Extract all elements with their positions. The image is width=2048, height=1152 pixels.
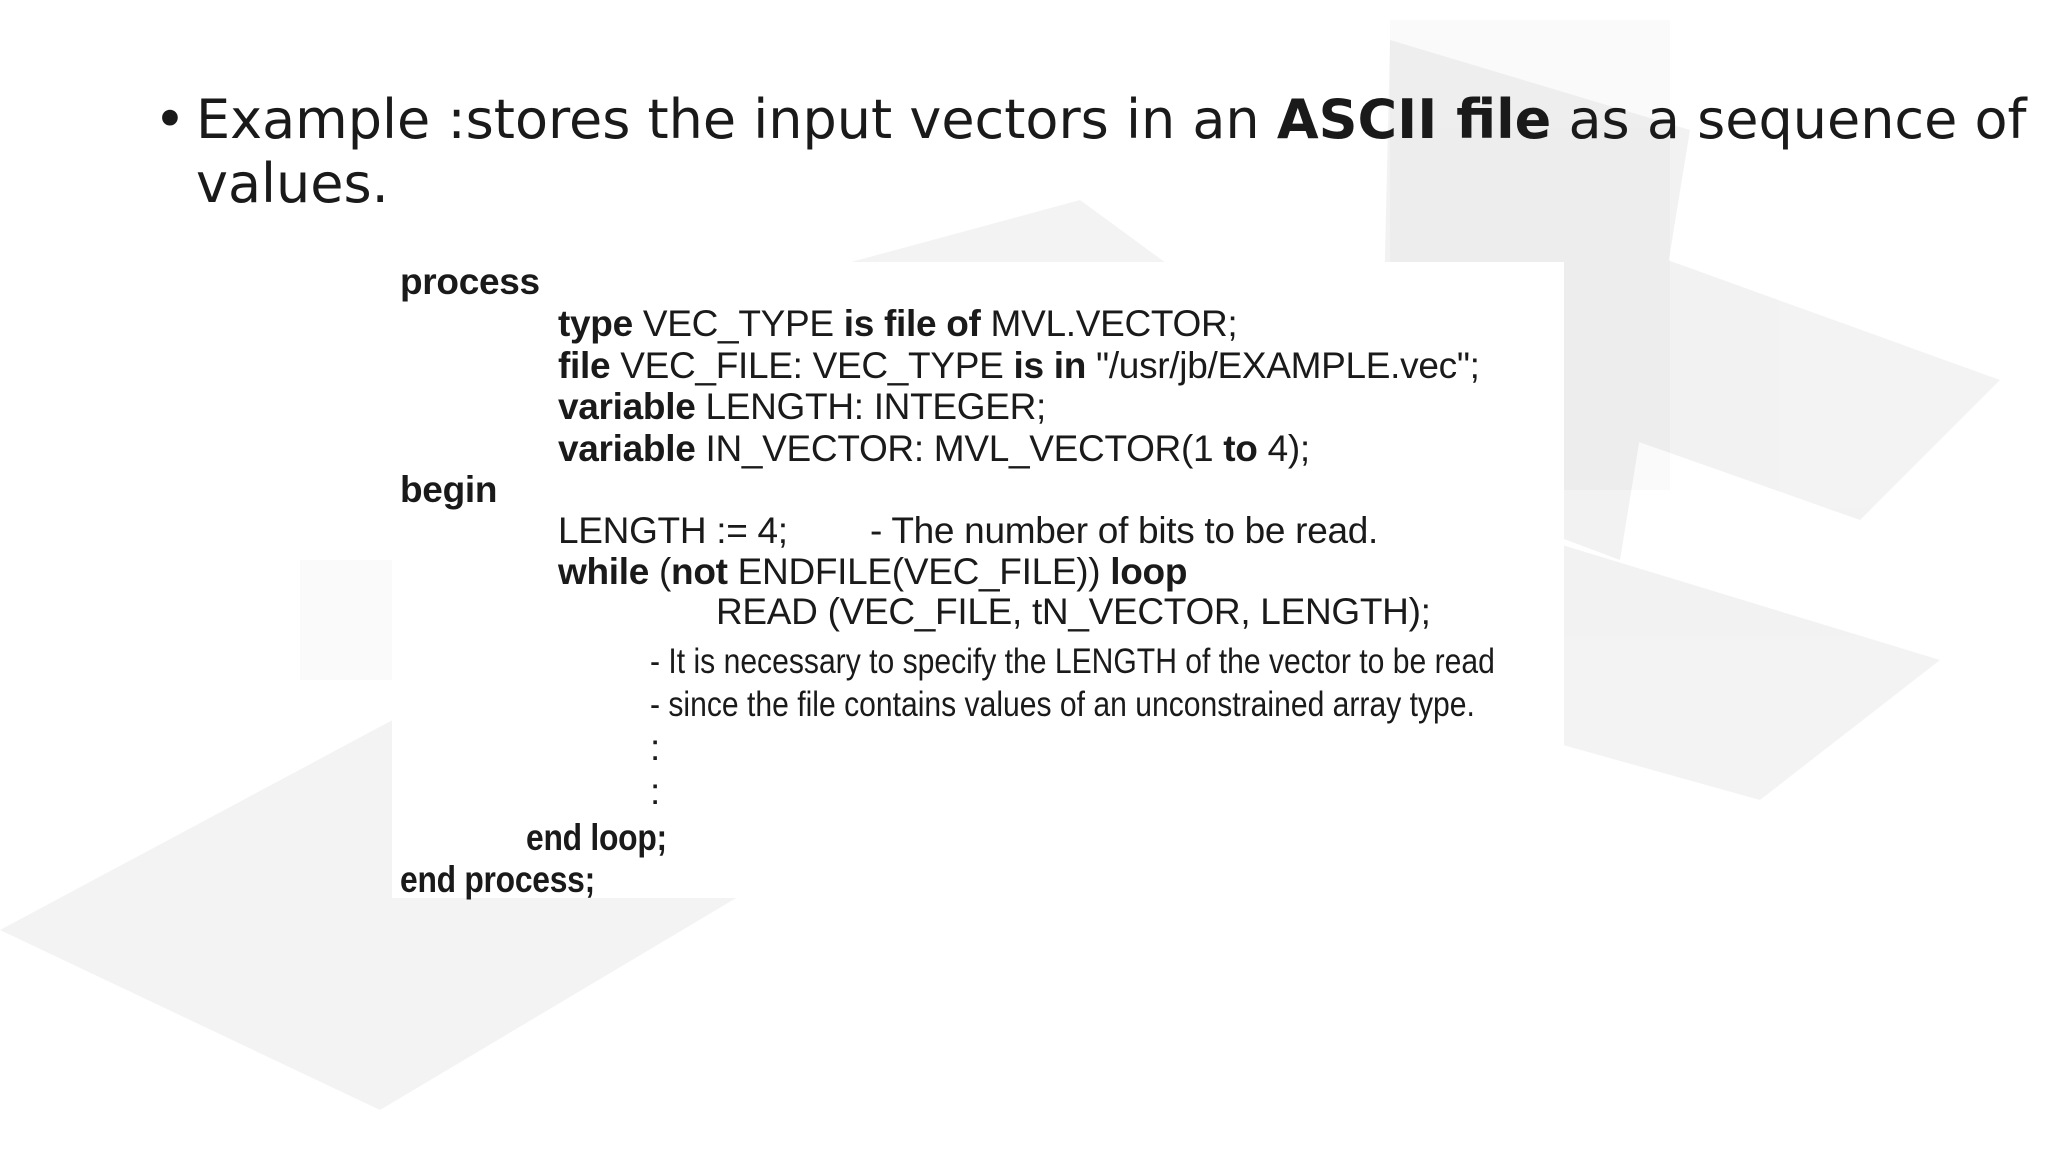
code-line-end-loop: end loop; [526,817,667,858]
code-line-begin: begin [400,469,498,510]
code-comment-since: - since the file contains values of an u… [650,685,1475,724]
code-line-variable-in-vector: variable IN_VECTOR: MVL_VECTOR(1 to 4); [558,428,1310,469]
code-snippet-image: process type VEC_TYPE is file of MVL.VEC… [392,261,1564,900]
bullet-text-line2: values. [196,152,389,215]
code-line-variable-length: variable LENGTH: INTEGER; [558,386,1047,427]
code-ellipsis-2: : [650,771,660,812]
code-line-length-assign: LENGTH := 4; [558,510,788,551]
code-line-type: type VEC_TYPE is file of MVL.VECTOR; [558,303,1238,344]
bullet-symbol: • [154,88,186,151]
code-line-while: while (not ENDFILE(VEC_FILE)) loop [558,551,1188,592]
code-line-file: file VEC_FILE: VEC_TYPE is in "/usr/jb/E… [558,345,1480,386]
code-line-process: process [400,261,540,302]
code-line-end-process: end process; [400,859,595,900]
code-comment-bits: - The number of bits to be read. [870,510,1379,551]
code-comment-necessary: - It is necessary to specify the LENGTH … [650,642,1495,681]
code-line-read: READ (VEC_FILE, tN_VECTOR, LENGTH); [716,591,1431,632]
bullet-text-line1: Example :stores the input vectors in an … [196,88,2027,151]
bold-ascii-file: ASCII file [1276,88,1552,151]
code-ellipsis-1: : [650,727,660,768]
